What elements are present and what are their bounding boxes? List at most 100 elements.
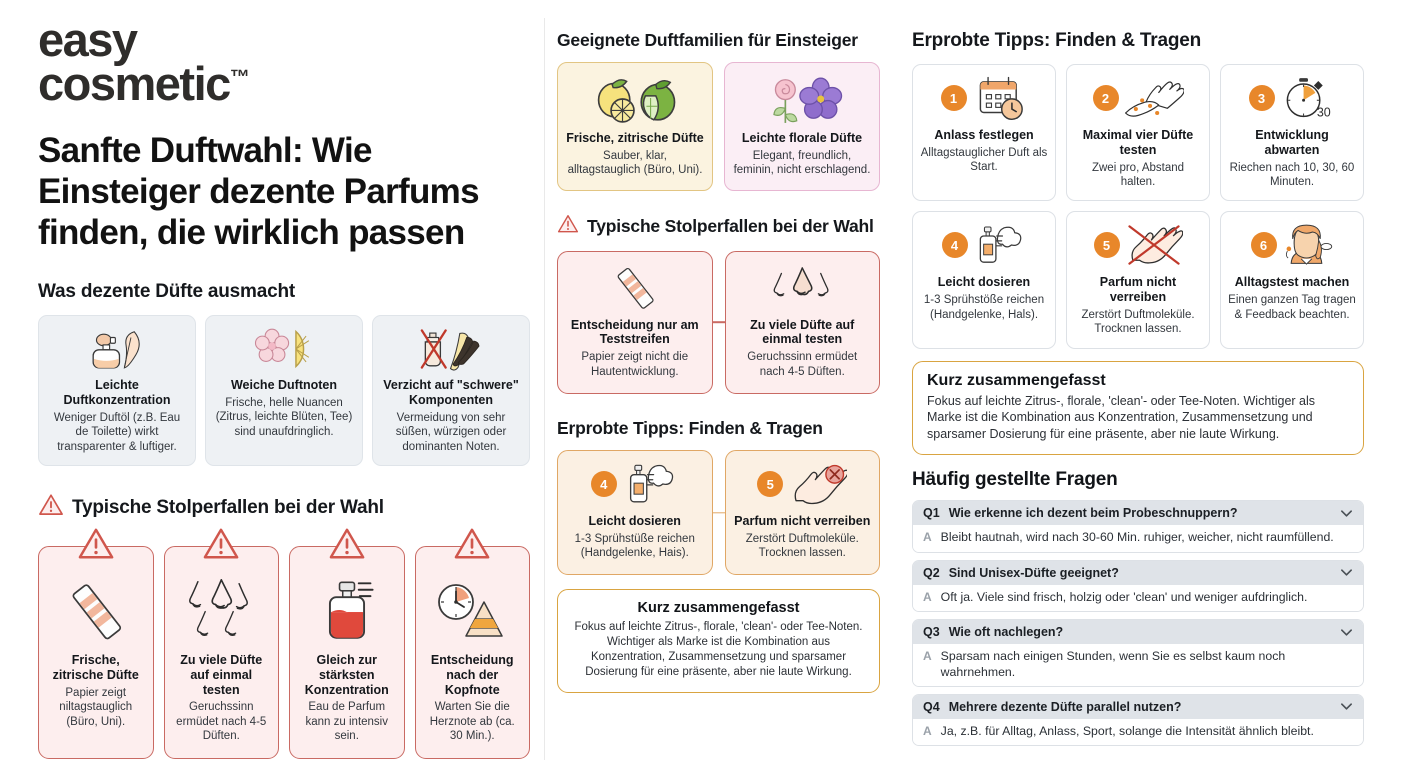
family-card-floral: Leichte florale Düfte Elegant, freundlic… — [724, 62, 880, 191]
stopwatch-30-icon — [1280, 75, 1336, 121]
faq-question-text: Mehrere dezente Düfte parallel nutzen? — [948, 699, 1182, 714]
pitfall-pair: Entscheidung nur am Teststreifen Papier … — [557, 250, 880, 395]
tip-title: Anlass festlegen — [934, 128, 1034, 142]
faq-answer-label: A — [923, 589, 932, 604]
faq-item[interactable]: Q3 Wie oft nachlegen? A Sparsam nach ein… — [912, 619, 1364, 687]
spray-bottle-icon — [623, 462, 679, 506]
pitfalls-heading-text: Typische Stolperfallen bei der Wahl — [587, 215, 874, 236]
faq-answer-text: Bleibt hautnah, wird nach 30-60 Min. ruh… — [940, 530, 1334, 545]
warning-triangle-icon — [202, 526, 240, 567]
tip-desc: Zerstört Duftmoleküle. Trocknen lassen. — [745, 532, 859, 560]
chevron-down-icon[interactable] — [1340, 700, 1353, 713]
faq-answer-label: A — [923, 723, 932, 738]
pitfall-card: Entscheidung nach der Kopfnote Warten Si… — [414, 528, 530, 759]
tips-grid: 1 Anlass festlegen Alltagstauglicher Duf… — [912, 64, 1364, 349]
pitfall-desc: Papier zeigt nicht die Hautentwicklung. — [581, 351, 689, 378]
faq-question-number: Q1 — [923, 506, 940, 521]
tip-card: 2 Maximal vier Düfte testen Zwei pro, Ab… — [1066, 64, 1210, 202]
aspect-title: Weiche Duftnoten — [230, 378, 338, 393]
faq-answer-text: Ja, z.B. für Alltag, Anlass, Sport, sola… — [940, 723, 1314, 738]
tip-number-badge: 4 — [590, 471, 617, 498]
aspects-heading: Was dezente Düfte ausmacht — [38, 281, 295, 303]
tip-title: Leicht dosieren — [937, 275, 1031, 290]
pitfall-card: Zu viele Düfte auf einmal testen Geruchs… — [724, 250, 880, 395]
faq-question-number: Q3 — [923, 625, 940, 640]
pitfall-desc: Eau de Parfum kann zu intensiv sein. — [305, 701, 388, 743]
tip-desc: Alltagstauglicher Duft als Start. — [920, 146, 1048, 174]
faq-question-row[interactable]: Q4 Mehrere dezente Düfte parallel nutzen… — [913, 694, 1363, 719]
pitfall-card: Zu viele Düfte auf einmal testen Geruchs… — [163, 528, 279, 759]
faq-answer-row: A Oft ja. Viele sind frisch, holzig oder… — [913, 584, 1363, 612]
tip-card: 6 Alltagstest machen Einen ganzen Tag tr… — [1220, 211, 1364, 349]
tip-number-badge: 2 — [1092, 85, 1119, 111]
tip-desc: Riechen nach 10, 30, 60 Minuten. — [1229, 161, 1355, 188]
faq-question-number: Q4 — [923, 699, 940, 714]
faq-item[interactable]: Q4 Mehrere dezente Düfte parallel nutzen… — [912, 693, 1364, 747]
faq-answer-label: A — [923, 530, 932, 545]
chevron-down-icon[interactable] — [1340, 566, 1353, 579]
pitfall-desc: Geruchssinn ermüdet nach 4-5 Düften. — [176, 701, 267, 743]
pitfalls-row: Frische, zitrische Düfte Papier zeigt ni… — [38, 528, 530, 759]
family-title: Leichte florale Düfte — [741, 131, 863, 145]
pitfall-title: Zu viele Düfte auf einmal testen — [750, 317, 855, 347]
pitfall-desc: Papier zeigt niltagstauglich (Büro, Uni)… — [59, 686, 133, 728]
pitfall-desc: Warten Sie die Herznote ab (ca. 30 Min.)… — [429, 701, 515, 743]
family-card-citrus: Frische, zitrische Düfte Sauber, klar, a… — [557, 62, 713, 191]
pitfall-card: Gleich zur stärksten Konzentration Eau d… — [289, 528, 405, 759]
families-heading: Geeignete Duftfamilien für Einsteiger — [557, 30, 858, 50]
blossom-lemon-icon — [214, 326, 354, 372]
faq-answer-row: A Sparsam nach einigen Stunden, wenn Sie… — [913, 644, 1363, 686]
pitfall-title: Gleich zur stärksten Konzentration — [304, 653, 389, 697]
left-column: easy cosmetic™ Sanfte Duftwahl: Wie Eins… — [38, 16, 544, 760]
calendar-clock-icon — [972, 75, 1028, 121]
faq-question-row[interactable]: Q3 Wie oft nachlegen? — [913, 620, 1363, 645]
tip-title: Alltagstest machen — [1234, 275, 1350, 290]
page-title: Sanfte Duftwahl: Wie Einsteiger dezente … — [38, 131, 480, 252]
tip-number-badge: 3 — [1248, 85, 1275, 111]
faq-item[interactable]: Q2 Sind Unisex-Düfte geeignet? A Oft ja.… — [912, 559, 1364, 613]
woman-daytest-icon — [1282, 222, 1334, 268]
aspect-title: Verzicht auf "schwere" Komponenten — [383, 378, 519, 407]
warning-triangle-icon — [38, 492, 64, 524]
tips-heading-right: Erprobte Tipps: Finden & Tragen — [912, 30, 1202, 51]
noses-icon — [734, 264, 872, 310]
pitfall-desc: Geruchssinn ermüdet nach 4-5 Düften. — [747, 351, 858, 378]
brand-logo: easy cosmetic™ — [38, 16, 530, 107]
middle-column: Geeignete Duftfamilien für Einsteiger Fr… — [544, 18, 894, 760]
noses-icon — [172, 577, 272, 643]
tip-number-badge: 5 — [1093, 232, 1120, 259]
perfume-feather-icon — [47, 326, 187, 372]
warning-triangle-icon — [557, 213, 579, 240]
chevron-down-icon[interactable] — [1340, 507, 1353, 520]
tip-title: Parfum nicht verreiben — [734, 514, 871, 529]
tip-title: Leicht dosieren — [588, 514, 681, 529]
no-heavy-vanilla-icon — [381, 326, 521, 373]
aspect-desc: Vermeidung von sehr süßen, würzigen oder… — [395, 411, 507, 453]
clock-pyramid-icon — [423, 577, 523, 643]
pitfalls-heading-text: Typische Stolperfallen bei der Wahl — [72, 497, 384, 519]
aspect-desc: Weniger Duftöl (z.B. Eau de Toilette) wi… — [53, 411, 181, 453]
family-desc: Sauber, klar, alltagstauglich (Büro, Uni… — [567, 149, 703, 177]
faq-answer-row: A Ja, z.B. für Alltag, Anlass, Sport, so… — [913, 718, 1363, 746]
arm-test-icon — [1124, 75, 1184, 121]
faq-answer-row: A Bleibt hautnah, wird nach 30-60 Min. r… — [913, 525, 1363, 552]
faq-question-text: Sind Unisex-Düfte geeignet? — [948, 565, 1119, 580]
pitfalls-heading-mid: Typische Stolperfallen bei der Wahl — [557, 213, 880, 240]
tip-desc: Zwei pro, Abstand halten. — [1091, 161, 1185, 188]
tips-heading-mid: Erprobte Tipps: Finden & Tragen — [557, 418, 823, 439]
faq-question-row[interactable]: Q1 Wie erkenne ich dezent beim Probeschn… — [913, 501, 1363, 526]
connector-line — [711, 511, 726, 514]
tip-card: 1 Anlass festlegen Alltagstauglicher Duf… — [912, 64, 1056, 202]
no-rub-hands-icon — [1125, 223, 1183, 267]
pitfall-card: Frische, zitrische Düfte Papier zeigt ni… — [38, 528, 154, 759]
pitfall-title: Zu viele Düfte auf einmal testen — [180, 653, 263, 697]
faq-item[interactable]: Q1 Wie erkenne ich dezent beim Probeschn… — [912, 500, 1364, 553]
summary-title: Kurz zusammengefasst — [637, 599, 800, 616]
chevron-down-icon[interactable] — [1340, 626, 1353, 639]
connector-line — [711, 321, 726, 324]
faq-question-row[interactable]: Q2 Sind Unisex-Düfte geeignet? — [913, 560, 1363, 585]
pitfalls-heading-left: Typische Stolperfallen bei der Wahl — [38, 492, 530, 524]
pitfall-title: Frische, zitrische Düfte — [52, 653, 139, 682]
test-strip-icon — [566, 264, 704, 310]
